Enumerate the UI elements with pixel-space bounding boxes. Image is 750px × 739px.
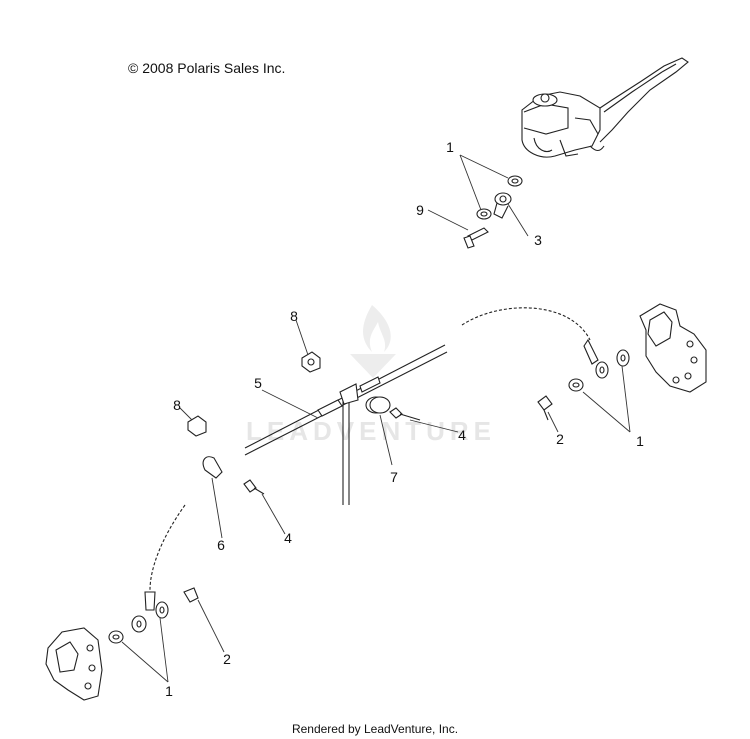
callout-bolt-left: 4 [284, 530, 292, 546]
footer-credit: Rendered by LeadVenture, Inc. [291, 722, 459, 736]
copyright-text: © 2008 Polaris Sales Inc. [128, 60, 286, 76]
callout-left-caliper-bolt: 2 [223, 651, 231, 667]
callout-brake-line: 5 [254, 375, 262, 391]
callout-clip-nut-upper: 8 [290, 308, 298, 324]
callout-master-cyl-fitting: 3 [534, 232, 542, 248]
callout-clip-nut-left: 8 [173, 397, 181, 413]
callout-right-caliper-washers: 1 [636, 433, 644, 449]
callout-right-caliper-bolt: 2 [556, 431, 564, 447]
master-cylinder-lever [521, 57, 689, 158]
callout-left-caliper-washers: 1 [165, 683, 173, 699]
brake-line-assembly [144, 307, 599, 611]
center-hardware [187, 351, 421, 495]
callout-clamp: 6 [217, 537, 225, 553]
leadventure-watermark: LEADVENTURE [246, 305, 496, 446]
watermark-text: LEADVENTURE [246, 416, 496, 446]
callout-master-cyl-bolt: 9 [416, 202, 424, 218]
left-caliper [45, 587, 199, 701]
leader-lines [121, 154, 631, 683]
callout-master-cyl-washers: 1 [446, 139, 454, 155]
callout-spacer: 7 [390, 469, 398, 485]
right-caliper [537, 303, 707, 421]
master-cyl-hardware [463, 175, 523, 249]
callout-bolt-center: 4 [458, 427, 466, 443]
